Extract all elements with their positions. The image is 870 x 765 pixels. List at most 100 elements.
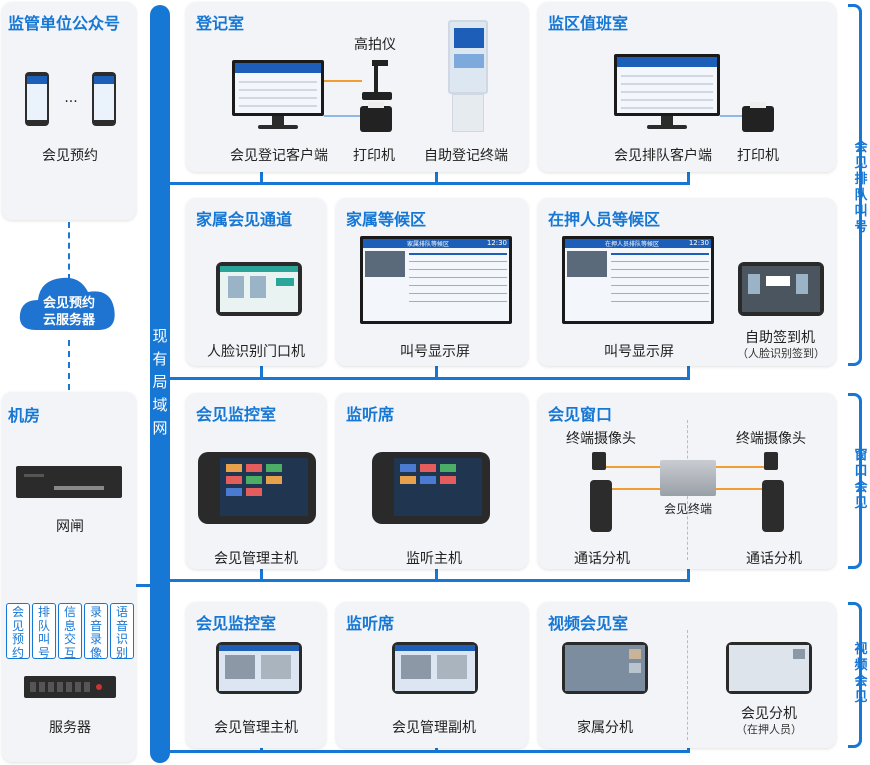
monitor-room-title: 会见监控室	[196, 405, 277, 424]
face-door-device-icon	[216, 262, 302, 316]
gateway-device-icon	[16, 466, 122, 498]
self-checkin-device-icon	[738, 262, 824, 316]
bus-line-row4	[170, 750, 690, 753]
bracket-window-label-2: 口	[854, 464, 868, 479]
checkin-sub-label: （人脸识别签到）	[737, 347, 825, 360]
ext-left-label: 通话分机	[574, 551, 630, 567]
v-management-host-label: 会见管理主机	[214, 720, 298, 736]
family-ext-label: 家属分机	[577, 720, 633, 736]
handset-icon	[762, 480, 784, 532]
register-title: 登记室	[196, 14, 245, 33]
register-printer-label: 打印机	[353, 148, 395, 164]
machine-room-title: 机房	[8, 406, 41, 425]
management-host-icon	[198, 452, 316, 524]
printer-icon	[742, 102, 774, 132]
family-display-label: 叫号显示屏	[400, 344, 470, 360]
v-room-divider	[687, 630, 688, 740]
v-monitor-title: 会见监控室	[196, 614, 277, 633]
family-wait-title: 家属等候区	[346, 210, 427, 229]
terminal-link	[716, 466, 764, 468]
duty-printer-label: 打印机	[737, 148, 779, 164]
module-queue: 排队叫号	[32, 603, 56, 659]
camera-icon	[592, 452, 606, 470]
dashed-connector	[68, 340, 70, 390]
window-title: 会见窗口	[548, 405, 613, 424]
gateway-link	[136, 584, 152, 587]
checkin-label: 自助签到机	[745, 330, 815, 346]
drop	[687, 170, 690, 184]
server-label: 服务器	[49, 720, 91, 736]
bracket-queue-label-2: 见	[854, 156, 868, 171]
ext-right-label: 通话分机	[746, 551, 802, 567]
highcam-link	[324, 80, 362, 82]
bracket-window-label-4: 见	[854, 496, 868, 511]
wechat-title: 监管单位公众号	[8, 14, 121, 33]
v-listen-title: 监听席	[346, 614, 395, 633]
detainee-wait-title: 在押人员等候区	[548, 210, 661, 229]
lan-label-2: 有	[152, 350, 168, 368]
kiosk-terminal-icon	[442, 20, 494, 132]
family-ext-icon	[562, 642, 648, 694]
module-record: 录音录像	[84, 603, 108, 659]
detainee-display-label: 叫号显示屏	[604, 344, 674, 360]
management-host-label: 会见管理主机	[214, 551, 298, 567]
camera-right-label: 终端摄像头	[736, 431, 806, 447]
drop	[687, 568, 690, 582]
bracket-window-label-3: 会	[854, 480, 868, 495]
drop	[260, 365, 263, 379]
bracket-video-label-4: 见	[854, 690, 868, 705]
bracket-video	[848, 602, 862, 748]
dashed-connector	[68, 222, 70, 280]
terminal-link	[606, 466, 660, 468]
ext-label: 会见分机	[741, 706, 797, 722]
bus-line-row1	[170, 182, 690, 185]
lan-bus	[150, 5, 170, 763]
bus-line-row3	[170, 579, 690, 582]
monitor-stand	[272, 116, 284, 126]
meeting-terminal-icon	[660, 460, 716, 496]
bracket-queue-label-3: 排	[854, 172, 868, 187]
highcam-label: 高拍仪	[354, 37, 396, 53]
queue-screen-title: 在押人员排队等候区	[605, 241, 660, 248]
terminal-link	[716, 488, 764, 490]
listen-title: 监听席	[346, 405, 395, 424]
lan-label-3: 局	[152, 373, 168, 391]
duty-client-monitor	[614, 54, 720, 116]
register-terminal-label: 自助登记终端	[424, 148, 508, 164]
register-client-monitor	[232, 60, 324, 116]
ext-icon	[726, 642, 812, 694]
bracket-queue-label-5: 叫	[854, 204, 868, 219]
highcam-device-icon	[362, 60, 392, 102]
bus-line-row2	[170, 377, 690, 380]
cloud-label-2: 云服务器	[42, 313, 95, 328]
queue-screen-title: 家属排队等候区	[407, 241, 450, 248]
module-appointment: 会见预约	[6, 603, 30, 659]
gateway-label: 网闸	[56, 519, 84, 535]
terminal-link	[606, 488, 660, 490]
family-queue-display: 家属排队等候区 12:30	[360, 236, 512, 324]
phone-icon	[92, 72, 116, 126]
handset-icon	[590, 480, 612, 532]
camera-icon	[764, 452, 778, 470]
cloud-label-1: 会见预约	[42, 296, 95, 311]
listen-host-label: 监听主机	[406, 551, 462, 567]
drop	[260, 170, 263, 184]
drop	[435, 365, 438, 379]
ext-sub-label: （在押人员）	[736, 723, 802, 736]
drop	[435, 568, 438, 582]
module-speech: 语音识别	[110, 603, 134, 659]
lan-label-1: 现	[152, 327, 168, 345]
duty-title: 监区值班室	[548, 14, 629, 33]
drop	[687, 365, 690, 379]
drop	[260, 568, 263, 582]
bracket-window	[848, 393, 862, 569]
appointment-label: 会见预约	[42, 148, 98, 164]
phone-dots: ...	[64, 90, 78, 106]
terminal-label: 会见终端	[663, 502, 712, 516]
face-door-label: 人脸识别门口机	[207, 344, 305, 360]
drop	[435, 170, 438, 184]
bracket-queue	[848, 4, 862, 366]
server-device-icon	[24, 676, 116, 698]
lan-label-4: 域	[152, 396, 168, 414]
family-channel-title: 家属会见通道	[196, 210, 293, 229]
